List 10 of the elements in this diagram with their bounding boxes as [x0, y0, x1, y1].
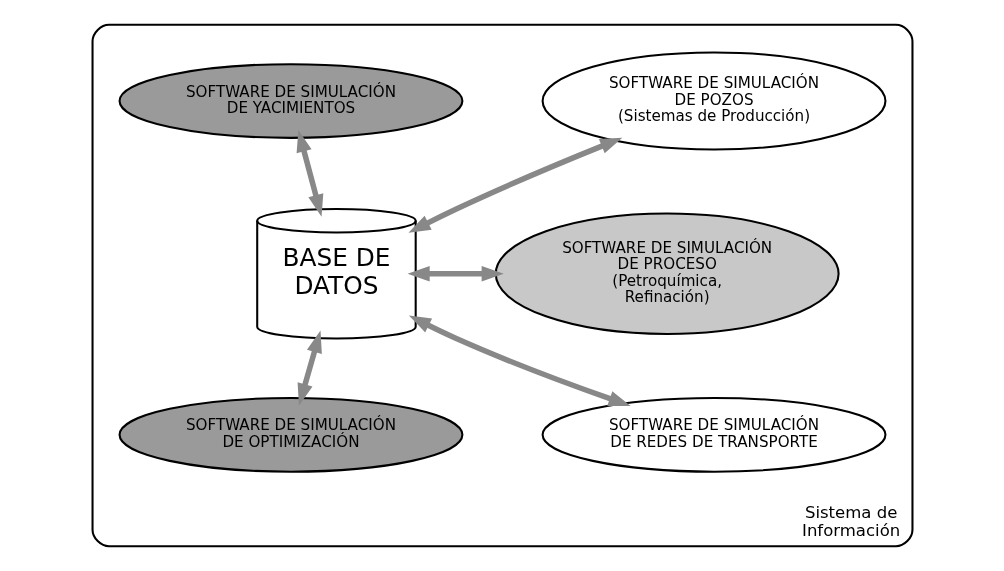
arrow [297, 330, 322, 406]
arrow [408, 315, 631, 406]
arrow [407, 137, 622, 233]
node-ellipse: SOFTWARE DE SIMULACIÓN DE REDES DE TRANSPORTE [541, 396, 886, 473]
node-ellipse: SOFTWARE DE SIMULACIÓN DE YACIMIENTOS [118, 63, 463, 139]
node-ellipse: SOFTWARE DE SIMULACIÓN DE OPTIMIZACIÓN [118, 396, 463, 473]
node-ellipse: SOFTWARE DE SIMULACIÓN DE POZOS (Sistemas de Producción) [541, 51, 886, 151]
node-ellipse: SOFTWARE DE SIMULACIÓN DE PROCESO (Petroquímica, Refinación) [494, 212, 840, 335]
arrow [296, 129, 323, 217]
arrow [407, 266, 504, 282]
